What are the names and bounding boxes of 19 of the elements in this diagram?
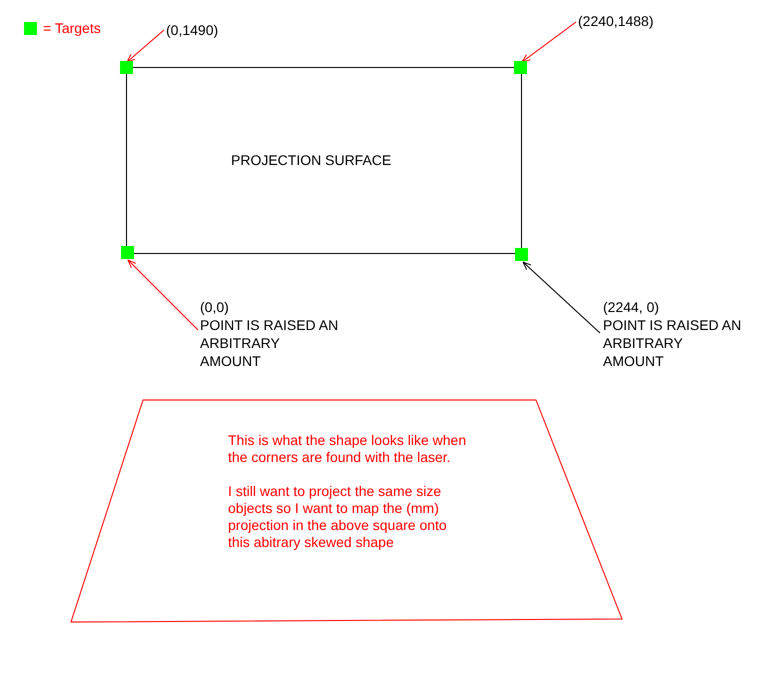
coordinate-label: (2240,1488) xyxy=(578,12,655,30)
callout-note: POINT IS RAISED AN ARBITRARY AMOUNT xyxy=(603,316,742,370)
leader-arrow xyxy=(522,262,600,334)
target-marker xyxy=(121,246,134,259)
note-text: This is what the shape looks like when the corners are found with the laser. xyxy=(228,432,468,466)
note-text: I still want to project the same size objects so I want to map the (mm) projection in the above square onto this abitrary skewed shape xyxy=(228,483,448,551)
coordinate-label: (2244, 0) xyxy=(603,298,660,316)
coordinate-label: (0,0) xyxy=(200,298,230,316)
projection-surface xyxy=(126,67,522,254)
leader-arrow xyxy=(128,260,198,330)
target-marker xyxy=(120,61,133,74)
target-marker xyxy=(514,61,527,74)
leader-arrow xyxy=(522,22,576,62)
surface-label: PROJECTION SURFACE xyxy=(231,152,392,168)
leader-arrow xyxy=(126,30,164,62)
legend-text: = Targets xyxy=(43,20,101,36)
callout-note: POINT IS RAISED AN ARBITRARY AMOUNT xyxy=(200,316,340,370)
target-marker xyxy=(515,248,528,261)
coordinate-label: (0,1490) xyxy=(166,21,220,39)
